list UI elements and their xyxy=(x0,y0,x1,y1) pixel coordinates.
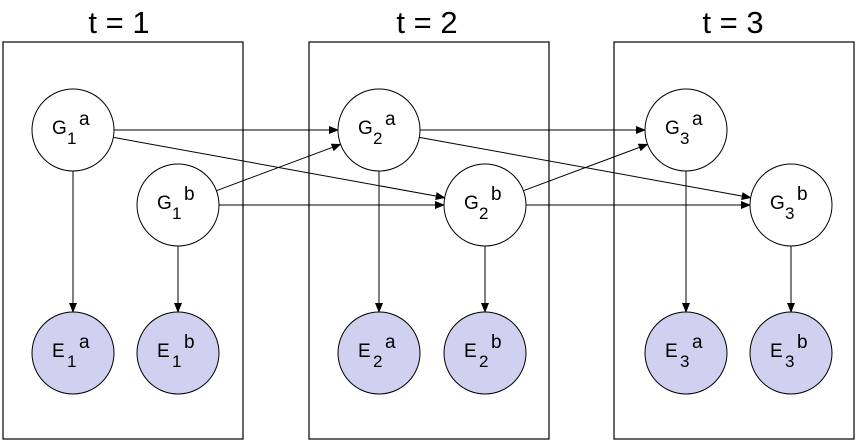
node-label-subscript-E3a: 3 xyxy=(680,352,689,371)
node-label-superscript-E1a: a xyxy=(79,332,90,353)
node-circle-G1b xyxy=(136,163,220,247)
time-slice-frame-t1 xyxy=(2,41,244,440)
node-label-superscript-G1b: b xyxy=(184,184,195,205)
node-label-base-G3b: G xyxy=(770,193,785,214)
time-slice-frame-t2 xyxy=(308,41,550,440)
node-label-base-E1a: E xyxy=(52,341,65,362)
node-label-subscript-E2a: 2 xyxy=(373,352,382,371)
time-slice-title-t2: t = 2 xyxy=(396,5,457,40)
node-label-superscript-G3b: b xyxy=(797,184,808,205)
node-label-superscript-G1a: a xyxy=(79,109,90,130)
time-slice-title-t3: t = 3 xyxy=(702,5,763,40)
node-circle-G1a xyxy=(31,88,115,172)
node-label-superscript-G2a: a xyxy=(385,109,396,130)
node-circle-E3a xyxy=(644,311,728,395)
node-label-base-E3a: E xyxy=(665,341,678,362)
edge-G2b-to-G3a xyxy=(523,143,649,192)
node-label-superscript-E2a: a xyxy=(385,332,396,353)
node-label-subscript-G3b: 3 xyxy=(785,204,794,223)
node-label-subscript-G1a: 1 xyxy=(67,129,76,148)
node-label-base-E3b: E xyxy=(770,341,783,362)
node-label-subscript-E1b: 1 xyxy=(172,352,181,371)
edge-G1b-to-G2a xyxy=(216,143,342,192)
node-label-subscript-E2b: 2 xyxy=(479,352,488,371)
node-circle-G3a xyxy=(644,88,728,172)
node-label-superscript-G3a: a xyxy=(692,109,703,130)
node-circle-E1a xyxy=(31,311,115,395)
node-circle-E3b xyxy=(749,311,833,395)
node-circle-E2a xyxy=(337,311,421,395)
node-label-base-E2a: E xyxy=(358,341,371,362)
time-slice-frame-t3 xyxy=(613,41,855,440)
node-label-base-G2a: G xyxy=(358,118,373,139)
node-label-subscript-E1a: 1 xyxy=(67,352,76,371)
node-label-subscript-G1b: 1 xyxy=(172,204,181,223)
node-circle-E2b xyxy=(443,311,527,395)
node-label-subscript-G2b: 2 xyxy=(479,204,488,223)
node-label-superscript-G2b: b xyxy=(491,184,502,205)
time-slice-title-t1: t = 1 xyxy=(88,5,149,40)
node-label-base-G3a: G xyxy=(665,118,680,139)
node-label-base-G1b: G xyxy=(157,193,172,214)
node-circle-E1b xyxy=(136,311,220,395)
node-label-superscript-E3b: b xyxy=(797,332,808,353)
node-label-base-E1b: E xyxy=(157,341,170,362)
node-label-subscript-E3b: 3 xyxy=(785,352,794,371)
node-label-subscript-G3a: 3 xyxy=(680,129,689,148)
node-circle-G2a xyxy=(337,88,421,172)
node-label-base-G1a: G xyxy=(52,118,67,139)
node-label-base-G2b: G xyxy=(464,193,479,214)
node-label-superscript-E2b: b xyxy=(491,332,502,353)
node-label-subscript-G2a: 2 xyxy=(373,129,382,148)
node-circle-G2b xyxy=(443,163,527,247)
node-label-base-E2b: E xyxy=(464,341,477,362)
node-label-superscript-E3a: a xyxy=(692,332,703,353)
node-label-superscript-E1b: b xyxy=(184,332,195,353)
node-circle-G3b xyxy=(749,163,833,247)
